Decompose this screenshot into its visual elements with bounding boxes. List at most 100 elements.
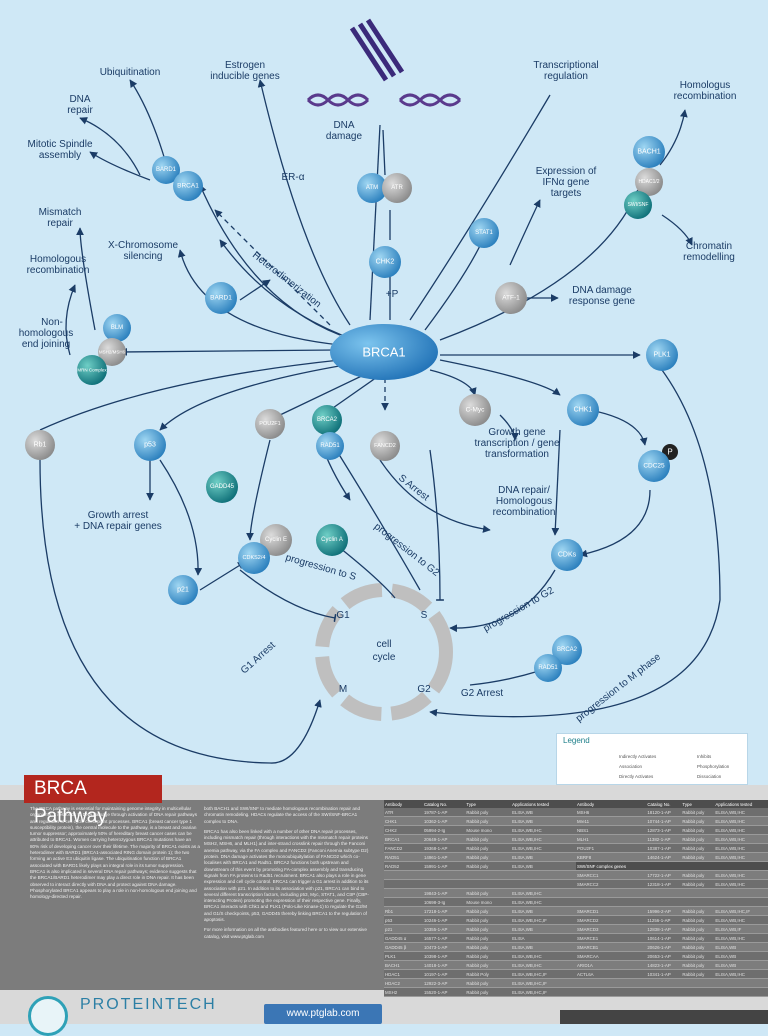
cyclin-a-node[interactable]: Cyclin A (316, 524, 348, 556)
table-header: Antibody (384, 800, 423, 808)
cyclin-e-node[interactable]: Cyclin E (260, 524, 292, 556)
table-cell: Rabbit poly (465, 960, 512, 970)
chk2-node[interactable]: CHK2 (369, 246, 401, 278)
fancd2-node[interactable]: FANCD2 (370, 431, 400, 461)
bard1-node-mid[interactable]: BARD1 (205, 282, 237, 314)
legend-item: Directly Activates (619, 774, 654, 779)
gadd45-node[interactable]: GADD45 (206, 471, 238, 503)
table-cell: ELISA,WB,IHC (511, 960, 576, 970)
cmyc-node[interactable]: C-Myc (459, 394, 491, 426)
table-header: Applications tested (511, 800, 576, 808)
legend-item: Association (619, 764, 643, 769)
svg-text:Mitotic Spindle: Mitotic Spindle (27, 139, 92, 150)
svg-text:progression to M phase: progression to M phase (574, 651, 663, 724)
cdks-node[interactable]: CDKs (551, 539, 583, 571)
table-cell: Mouse mono (465, 825, 512, 835)
website-link[interactable]: www.ptglab.com (264, 1004, 382, 1024)
table-cell: ELISA,WB,IHC (714, 834, 768, 844)
table-cell: Mouse mono (465, 897, 512, 907)
svg-text:CDKs: CDKs (558, 552, 577, 559)
cdks24-node[interactable]: CDKS2/4 (238, 542, 270, 574)
svg-text:BRCA1: BRCA1 (362, 345, 405, 360)
pathway-arrows (39, 79, 721, 764)
svg-text:assembly: assembly (39, 150, 81, 161)
atr-node[interactable]: ATR (382, 173, 412, 203)
bach1-node[interactable]: BACH1 (633, 136, 665, 168)
svg-text:HDAC1/2: HDAC1/2 (638, 179, 659, 185)
chk1-node[interactable]: CHK1 (567, 394, 599, 426)
svg-text:recombination: recombination (27, 265, 90, 276)
svg-text:STAT1: STAT1 (475, 230, 493, 236)
table-cell (681, 888, 715, 898)
stat1-node[interactable]: STAT1 (469, 218, 499, 248)
table-cell: 10473-1-AP (422, 942, 466, 952)
table-cell: Rabbit poly (465, 915, 512, 925)
mrn-node[interactable]: MRN Complex (77, 355, 107, 385)
svg-text:regulation: regulation (544, 71, 588, 82)
svg-text:DNA: DNA (69, 94, 90, 105)
rad51-node-low[interactable]: RAD51 (534, 654, 562, 682)
table-cell: ELISA,WB (511, 861, 576, 871)
p53-node[interactable]: p53 (134, 429, 166, 461)
table-cell: MLH1 (576, 834, 647, 844)
atf1-node[interactable]: ATF-1 (495, 282, 527, 314)
table-cell (422, 879, 466, 889)
table-cell (384, 879, 423, 889)
table-cell (422, 870, 466, 880)
table-cell: ELISA,WB,IHC (511, 834, 576, 844)
table-cell (465, 879, 512, 889)
table-cell: 12318-1-AP (646, 879, 682, 889)
table-cell (511, 870, 576, 880)
brca1-node-top[interactable]: BRCA1 (173, 171, 203, 201)
msh2-node[interactable]: MSH2/MSH6 (98, 338, 126, 366)
table-cell: ELISA,WB (511, 816, 576, 826)
cdc25-node[interactable]: CDC25 (638, 450, 670, 482)
svg-text:C-Myc: C-Myc (466, 407, 486, 414)
table-cell: p53 (384, 915, 423, 925)
brca2-node-mid[interactable]: BRCA2 (312, 405, 342, 435)
svg-text:IFNα gene: IFNα gene (543, 177, 590, 188)
table-cell (681, 978, 715, 988)
table-cell: ELISA,WB,IHC,IF (511, 915, 576, 925)
p21-node[interactable]: p21 (168, 575, 198, 605)
bard1-node-top[interactable]: BARD1 (152, 156, 180, 184)
pou2f1-node[interactable]: POU2F1 (255, 409, 285, 439)
table-cell: Rabbit poly (681, 960, 715, 970)
logo-text: PROTEINTECH (80, 996, 217, 1013)
swisnf-node[interactable]: SWI/SNF (624, 191, 652, 219)
table-cell: 14624-1-AP (646, 852, 682, 862)
table-cell: Rabbit poly (465, 808, 512, 817)
rad51-node-mid[interactable]: RAD51 (316, 432, 344, 460)
table-cell: ELISA,WB,IHC (714, 843, 768, 853)
svg-text:silencing: silencing (124, 251, 163, 262)
table-cell (384, 870, 423, 880)
hdac12-node[interactable]: HDAC1/2 (635, 168, 663, 196)
table-cell (714, 897, 768, 907)
brca2-node-low[interactable]: BRCA2 (552, 635, 582, 665)
plk1-node[interactable]: PLK1 (646, 339, 678, 371)
svg-text:BARD1: BARD1 (210, 295, 232, 302)
table-cell: SMARCB1 (576, 942, 647, 952)
table-cell: 14823-1-AP (646, 960, 682, 970)
brca1-main-node[interactable]: BRCA1 (330, 324, 438, 380)
blm-node[interactable]: BLM (103, 314, 131, 342)
svg-text:P: P (667, 448, 672, 457)
atm-node[interactable]: ATM (357, 173, 387, 203)
svg-text:ATR: ATR (391, 185, 403, 191)
table-cell: 10744-1-AP (646, 816, 682, 826)
table-row (576, 978, 768, 988)
svg-text:transformation: transformation (485, 449, 549, 460)
table-cell: 15996-2-AP (646, 906, 682, 916)
svg-text:response gene: response gene (569, 296, 636, 307)
svg-text:cycle: cycle (373, 652, 396, 663)
svg-text:targets: targets (551, 188, 582, 199)
rb1-node[interactable]: Rb1 (25, 430, 55, 460)
